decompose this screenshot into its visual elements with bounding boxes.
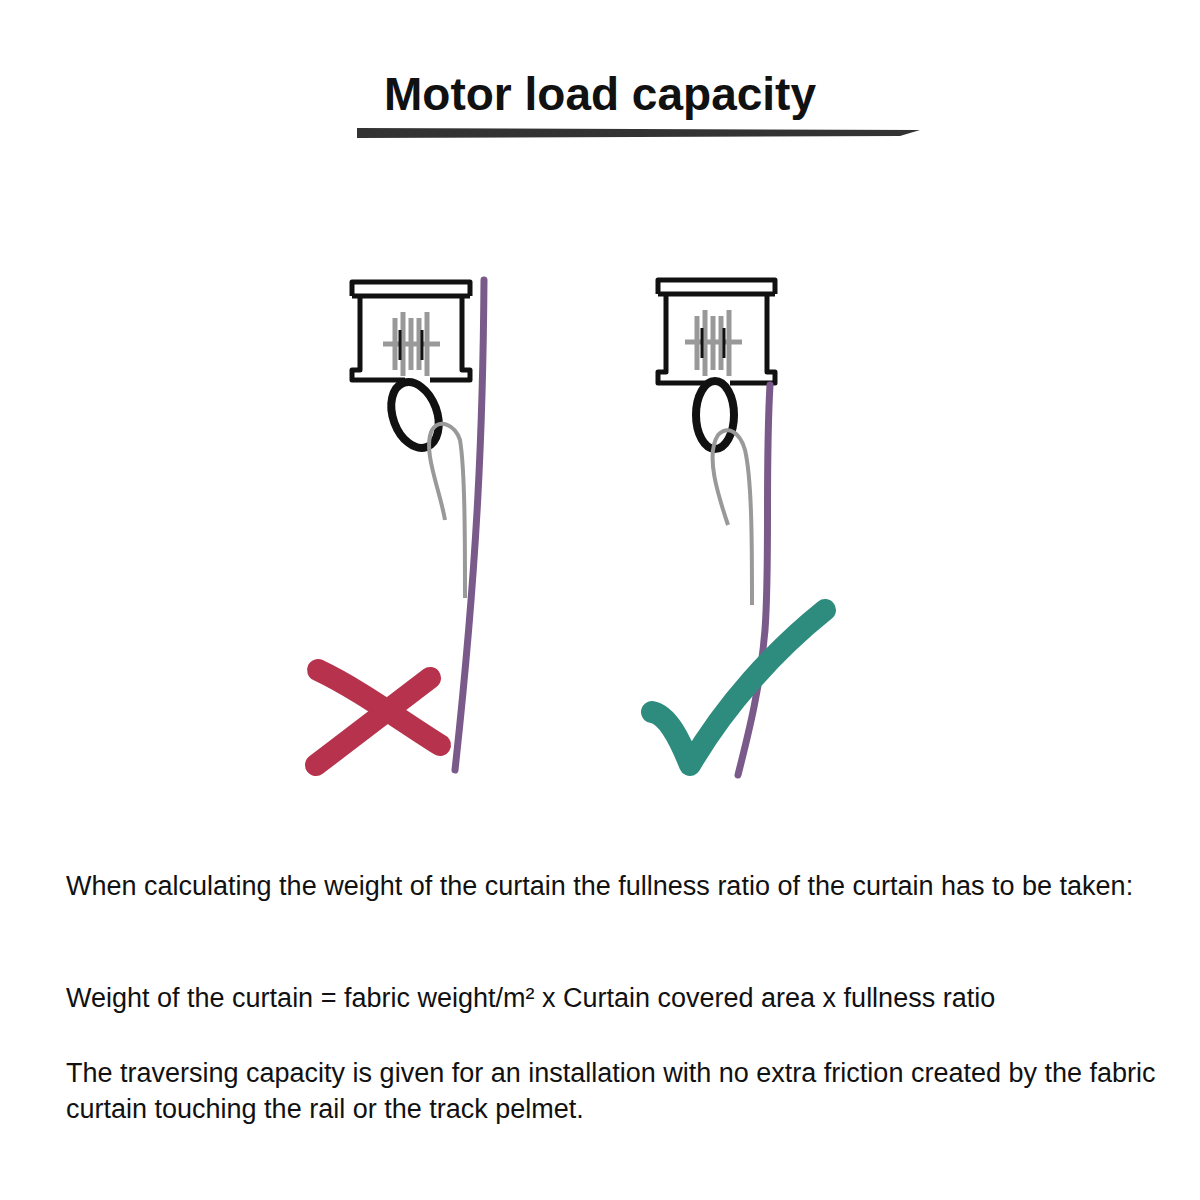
curtain-hook [713,430,752,605]
note-paragraph: When calculating the weight of the curta… [66,868,1156,904]
page-title: Motor load capacity [300,66,900,122]
note-paragraph: Weight of the curtain = fabric weight/m²… [66,980,1156,1016]
runner-wheel [702,328,724,358]
curtain-hook [429,424,465,598]
curtain-fabric [455,280,484,770]
runner-wheel [400,330,422,360]
title-underline [357,128,920,138]
cross-mark [316,678,430,765]
rail-profile [352,282,470,380]
check-mark [652,610,825,765]
note-paragraph: The traversing capacity is given for an … [66,1055,1156,1127]
runner [383,312,440,376]
left-rail-assembly [316,280,484,770]
rail-profile [658,280,775,383]
chain-link [383,376,448,455]
curtain-fabric [738,385,770,775]
right-rail-assembly [652,280,825,775]
runner [685,310,742,376]
